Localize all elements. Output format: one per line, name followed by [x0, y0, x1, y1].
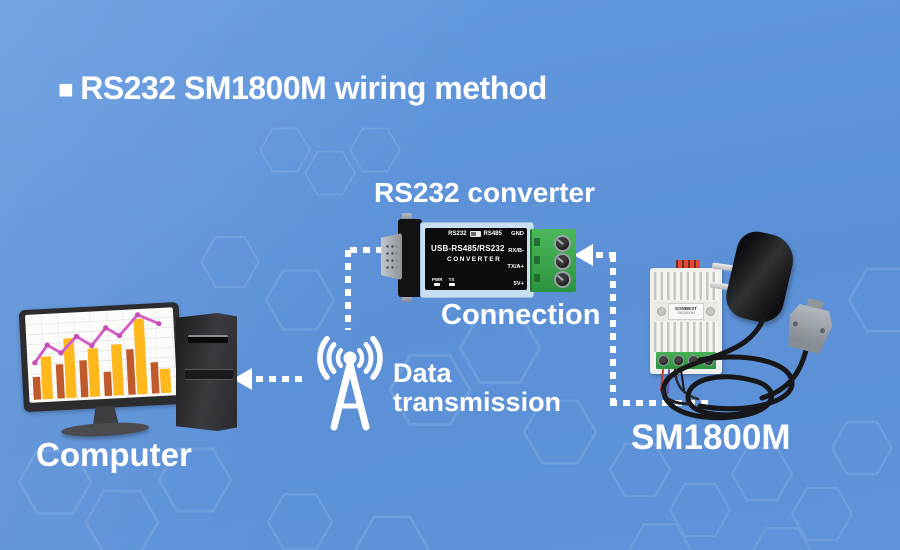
computer-tower — [176, 313, 237, 431]
tower-groove — [185, 369, 233, 380]
dashed-line-right-vertical — [610, 255, 616, 403]
terminal-notch — [534, 238, 540, 246]
dashed-line-converter-left — [350, 247, 396, 253]
label-connection: Connection — [441, 299, 601, 331]
terminal-notch — [534, 274, 540, 282]
converter-db9-body — [398, 219, 422, 297]
pin-rxb: RX/B- — [508, 247, 524, 254]
db9-screw-post-bottom — [402, 294, 412, 302]
monitor-chart — [25, 307, 177, 403]
dashed-line-arrow-tail — [596, 252, 616, 258]
sensor-screw-left — [657, 307, 666, 316]
sensor-brand-text: SONBEST — [674, 305, 698, 311]
tower-disc-slot — [188, 335, 228, 343]
page-title: ■ RS232 SM1800M wiring method — [58, 70, 547, 107]
terminal-screw — [554, 253, 571, 270]
converter-model-text: USB-RS485/RS232 — [431, 244, 505, 253]
label-rs232-converter: RS232 converter — [374, 177, 596, 208]
label-data-line2: transmission — [393, 386, 562, 417]
converter-terminal-block — [530, 229, 576, 292]
sensor-screw-right — [706, 307, 715, 316]
converter-switch-row: RS232 RS485 — [435, 231, 515, 237]
data-transmission-antenna-icon — [317, 335, 383, 431]
terminal-screw — [554, 235, 571, 252]
switch-label-rs232: RS232 — [448, 231, 467, 237]
sensor-top-connector — [676, 260, 700, 270]
converter-db9-face — [381, 233, 402, 280]
converter-leds: PWR TX — [432, 276, 455, 286]
arrow-to-converter-terminal — [574, 244, 593, 266]
title-text: RS232 SM1800M wiring method — [80, 70, 547, 106]
toggle-switch-icon — [469, 231, 481, 237]
label-sm1800m: SM1800M — [631, 418, 791, 457]
tx-led-light — [448, 282, 455, 286]
dashed-line-to-computer — [256, 376, 304, 382]
computer-monitor — [18, 301, 188, 440]
pwr-led-light — [434, 282, 441, 286]
pin-txa: TX/A+ — [507, 264, 524, 271]
dashed-line-to-sensor — [610, 400, 712, 406]
pwr-led: PWR — [432, 276, 443, 286]
sensor-tag: SONBEST SM1800M — [668, 302, 704, 320]
label-data-transmission: Data transmission — [393, 359, 561, 416]
converter-label: RS232 RS485 USB-RS485/RS232 CONVERTER PW… — [425, 228, 527, 290]
pwr-led-label: PWR — [432, 276, 443, 282]
label-computer: Computer — [36, 436, 192, 473]
dashed-line-down-to-antenna — [345, 250, 351, 330]
converter-pin-labels: GND RX/B- TX/A+ 5V+ — [507, 231, 524, 287]
switch-label-rs485: RS485 — [483, 231, 502, 237]
sensor-vent-bottom — [654, 322, 718, 352]
sensor-terminal-block — [656, 352, 716, 369]
db9-screw-post-top — [402, 213, 412, 221]
sensor-vent-top — [654, 272, 718, 300]
tx-led: TX — [448, 276, 455, 286]
terminal-notch — [534, 256, 540, 264]
pin-5v: 5V+ — [513, 280, 524, 287]
tx-led-label: TX — [448, 276, 455, 282]
terminal-screw — [554, 271, 571, 288]
pin-gnd: GND — [511, 231, 524, 237]
sensor-model-text: SM1800M — [677, 310, 695, 315]
label-data-line1: Data — [393, 358, 452, 388]
converter-type-text: CONVERTER — [447, 256, 502, 263]
arrow-to-computer — [233, 368, 252, 390]
monitor-screen — [24, 307, 178, 403]
title-bullet-square: ■ — [58, 73, 74, 104]
db9-pins — [385, 243, 397, 269]
